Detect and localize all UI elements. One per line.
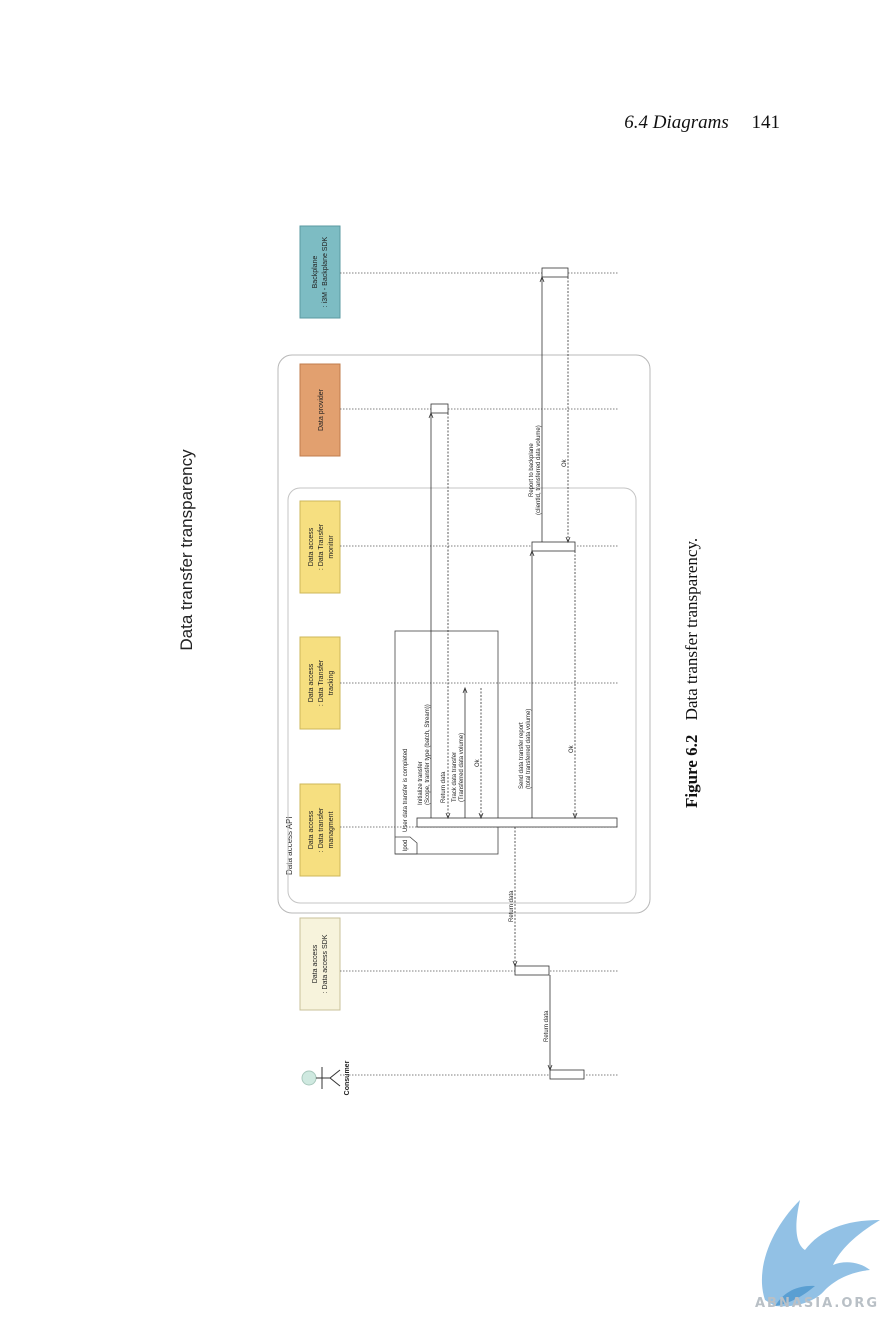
loop-guard: User data transfer is completed	[403, 749, 409, 832]
participant-data-transfer-tracking: Data access : Data Transfer tracking	[299, 636, 341, 730]
participant-provider-label: Data provider	[318, 388, 325, 431]
msg-track-2: (Transferred data volume)	[459, 733, 465, 802]
participant-backplane-label-1: Backplane	[312, 256, 319, 289]
participant-mgmt-label-1: Data access	[308, 810, 315, 849]
message-labels: Initialize transfer (Scope, transfer typ…	[418, 425, 575, 1042]
participant-backplane: Backplane : i3M - Backplane SDK	[299, 225, 341, 319]
participant-data-transfer-management: Data access : Data transfer managment	[299, 783, 341, 877]
msg-send-1: Send data transfer report	[519, 722, 525, 789]
participant-data-transfer-monitor: Data access : Data Transfer monitor	[299, 500, 341, 594]
msg-ok-2: Ok	[569, 744, 575, 753]
msg-report-1: Report to backplane	[529, 443, 535, 497]
msg-return-provider: Return data	[441, 771, 447, 803]
caption-label: Figure 6.2	[682, 735, 701, 808]
diagram-title: Data transfer transparency	[177, 449, 196, 651]
caption-text: Data transfer transparency.	[682, 538, 701, 721]
msg-ok-3: Ok	[562, 458, 568, 467]
loop-fragment	[394, 630, 499, 855]
activation-sdk	[514, 965, 550, 976]
participant-monitor-label-1: Data access	[308, 527, 315, 566]
watermark-bird-logo	[761, 1200, 880, 1307]
participant-track-label-3: tracking	[328, 671, 335, 696]
participant-mgmt-label-2: : Data transfer	[318, 807, 325, 852]
participant-track-label-2: : Data Transfer	[318, 659, 325, 706]
msg-init-2: (Scope, transfer type (batch, Stream))	[425, 704, 431, 805]
lifelines	[340, 272, 618, 1076]
msg-track-1: Track data transfer	[452, 752, 458, 802]
activation-provider	[430, 403, 449, 414]
activation-bars	[416, 267, 618, 1080]
activation-mgmt	[416, 817, 618, 828]
participant-sdk-label-2: : Data access SDK	[322, 934, 329, 993]
inner-boundary	[287, 487, 637, 904]
msg-return-mgmt: Return data	[509, 890, 515, 922]
msg-return-sdk: Return data	[544, 1010, 550, 1042]
participant-data-access-sdk: Data access : Data access SDK	[299, 917, 341, 1011]
watermark-text: ABNASIA.ORG	[755, 1296, 880, 1311]
loop-operator: lpod	[403, 840, 409, 851]
participant-monitor-label-3: monitor	[328, 535, 335, 559]
participant-data-provider: Data provider	[299, 363, 341, 457]
api-boundary-label: Data access API	[285, 816, 294, 875]
msg-send-2: (total transferred data volume)	[526, 709, 532, 789]
activation-monitor	[531, 541, 576, 552]
participant-track-label-1: Data access	[308, 663, 315, 702]
participant-monitor-label-2: : Data Transfer	[318, 523, 325, 570]
activation-consumer	[549, 1069, 585, 1080]
page-header: 6.4 Diagrams 141	[560, 112, 780, 134]
running-section-title: 6.4 Diagrams	[624, 112, 729, 133]
participant-consumer: Consumer	[301, 1060, 351, 1095]
msg-report-2: (clientId, transferred data volume)	[536, 425, 542, 515]
activation-backplane	[541, 267, 569, 278]
message-lines	[428, 275, 578, 1072]
participant-sdk-label-1: Data access	[312, 944, 319, 983]
participant-backplane-label-2: : i3M - Backplane SDK	[322, 236, 329, 307]
msg-init-1: Initialize transfer	[418, 761, 424, 805]
api-boundary	[277, 354, 651, 914]
page-number: 141	[751, 112, 781, 133]
svg-text:Figure 6.2 Data transfer: Figure 6.2 Data transfer transparency.	[682, 538, 701, 808]
msg-ok-1: Ok	[475, 758, 481, 767]
participant-mgmt-label-3: managment	[328, 811, 335, 848]
participant-consumer-label: Consumer	[344, 1060, 351, 1095]
